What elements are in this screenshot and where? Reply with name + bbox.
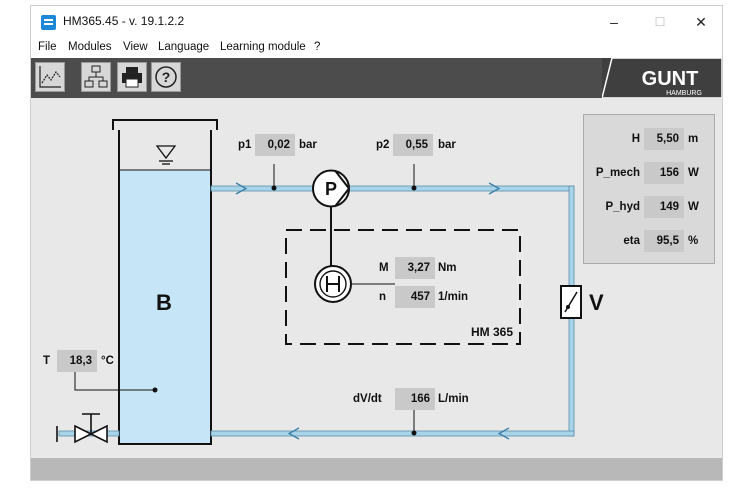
results-panel: H 5,50 m P_mech 156 W P_hyd 149 W eta 95… [583, 114, 715, 264]
minimize-button[interactable]: – [610, 14, 618, 30]
svg-text:?: ? [162, 69, 171, 85]
p1-unit: bar [299, 139, 317, 151]
svg-text:HM 365: HM 365 [471, 325, 513, 339]
help-button[interactable]: ? [151, 62, 181, 92]
hyd-power-label: P_hyd [605, 201, 640, 213]
p1-value: 0,02 [255, 134, 295, 156]
svg-text:P: P [325, 179, 337, 199]
menu-view[interactable]: View [123, 41, 148, 53]
gunt-logo: GUNT HAMBURG [601, 57, 723, 99]
menu-modules[interactable]: Modules [68, 41, 112, 53]
menu-file[interactable]: File [38, 41, 57, 53]
pipe-return [210, 430, 575, 437]
p2-value: 0,55 [393, 134, 433, 156]
app-icon [41, 15, 56, 30]
chart-icon [39, 66, 61, 88]
flow-value: 166 [395, 388, 435, 410]
svg-text:HAMBURG: HAMBURG [666, 90, 702, 97]
print-button[interactable] [117, 62, 147, 92]
temperature-value: 18,3 [57, 350, 97, 372]
hyd-power-value: 149 [644, 196, 684, 218]
head-label: H [631, 133, 640, 145]
hm365-module-box [285, 229, 521, 345]
app-window: HM365.45 - v. 19.1.2.2 – ☐ ✕ File Module… [30, 5, 723, 481]
mech-power-label: P_mech [595, 167, 640, 179]
menu-help[interactable]: ? [314, 41, 321, 53]
chart-button[interactable] [35, 62, 65, 92]
tank-label: B [156, 290, 172, 315]
close-button[interactable]: ✕ [695, 14, 707, 30]
p2-unit: bar [438, 139, 456, 151]
menu-language[interactable]: Language [158, 41, 210, 53]
hyd-power-unit: W [688, 201, 699, 213]
toolbar: ? GUNT HAMBURG [31, 57, 723, 99]
head-value: 5,50 [644, 128, 684, 150]
speed-value: 457 [395, 286, 435, 308]
drain-valve-icon [74, 424, 93, 444]
temperature-label: T [43, 355, 51, 367]
status-bar [31, 458, 722, 480]
schematic-button[interactable] [81, 62, 111, 92]
mech-power-unit: W [688, 167, 699, 179]
window-title: HM365.45 - v. 19.1.2.2 [63, 14, 185, 28]
menu-learning-module[interactable]: Learning module [220, 41, 306, 53]
flowmeter-label: V [589, 290, 604, 315]
p2-label: p2 [376, 139, 390, 151]
head-unit: m [688, 133, 699, 145]
speed-unit: 1/min [438, 291, 469, 303]
temperature-unit: °C [101, 355, 114, 367]
level-symbol-icon [155, 145, 177, 160]
pipe-supply [210, 185, 575, 192]
tank-water [119, 170, 211, 444]
mech-power-value: 156 [644, 162, 684, 184]
p1-label: p1 [238, 139, 252, 151]
flow-unit: L/min [438, 393, 469, 405]
torque-value: 3,27 [395, 257, 435, 279]
help-icon: ? [155, 66, 177, 88]
menu-bar: File Modules View Language Learning modu… [31, 38, 722, 58]
printer-icon [122, 67, 142, 88]
svg-text:GUNT: GUNT [642, 68, 699, 90]
title-bar: HM365.45 - v. 19.1.2.2 – ☐ ✕ [31, 6, 722, 38]
network-diagram-icon [84, 65, 108, 88]
maximize-button[interactable]: ☐ [654, 15, 666, 29]
efficiency-value: 95,5 [644, 230, 684, 252]
torque-label: M [379, 262, 389, 274]
efficiency-label: eta [623, 235, 640, 247]
efficiency-unit: % [688, 235, 699, 247]
speed-label: n [379, 291, 387, 303]
flow-label: dV/dt [353, 393, 382, 405]
schematic-drawing: P HM 365 [56, 119, 582, 445]
torque-unit: Nm [438, 262, 457, 274]
process-schematic: P HM 365 B V p [31, 98, 722, 460]
